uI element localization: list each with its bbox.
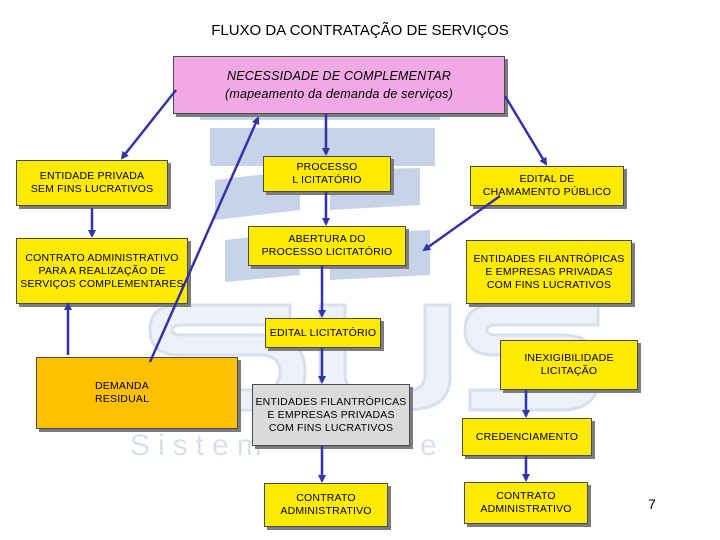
entidades-right-line1: ENTIDADES FILANTRÓPICAS xyxy=(473,252,625,265)
entidade-privada-line1: ENTIDADE PRIVADA xyxy=(39,170,145,182)
contrato-right-line2: ADMINISTRATIVO xyxy=(480,503,572,515)
svg-text:e: e xyxy=(420,429,437,462)
credenciamento-line1: CREDENCIAMENTO xyxy=(475,430,579,443)
necessidade-line2: (mapeamento da demanda de serviços) xyxy=(225,87,453,101)
arrow-entidades-right-to-processo xyxy=(422,194,501,252)
entidades-right-line2: E EMPRESAS PRIVADAS xyxy=(485,265,613,278)
abertura-processo-box: ABERTURA DO PROCESSO LICITATÓRIO xyxy=(248,226,406,266)
abertura-line1: ABERTURA DO xyxy=(288,233,366,245)
entidades-center-box: ENTIDADES FILANTRÓPICAS E EMPRESAS PRIVA… xyxy=(252,384,410,446)
contrato-right-line1: CONTRATO xyxy=(496,490,556,502)
page-number: 7 xyxy=(648,496,656,512)
contrato-right-box: CONTRATO ADMINISTRATIVO xyxy=(464,482,588,524)
processo-line1: PROCESSO xyxy=(296,161,358,173)
contrato-center-line1: CONTRATO xyxy=(296,492,356,504)
demanda-residual-box: DEMANDA RESIDUAL xyxy=(36,357,238,429)
entidade-privada-line2: SEM FINS LUCRATIVOS xyxy=(30,183,154,195)
inexigibilidade-line1: INEXIGIBILIDADE xyxy=(524,352,614,364)
demanda-residual-line2: RESIDUAL xyxy=(95,393,150,405)
contrato-left-line3: SERVIÇOS COMPLEMENTARES xyxy=(20,277,184,290)
entidades-center-line2: E EMPRESAS PRIVADAS xyxy=(267,408,395,421)
entidades-right-box: ENTIDADES FILANTRÓPICAS E EMPRESAS PRIVA… xyxy=(466,240,632,304)
credenciamento-box: CREDENCIAMENTO xyxy=(462,418,592,456)
contrato-administrativo-left-box: CONTRATO ADMINISTRATIVO PARA A REALIZAÇÃ… xyxy=(16,238,188,304)
demanda-residual-line1: DEMANDA xyxy=(95,380,149,392)
abertura-line2: PROCESSO LICITATÓRIO xyxy=(261,246,393,258)
processo-licitatorio-box: PROCESSO L ICITATÓRIO xyxy=(263,156,391,192)
entidades-right-line3: COM FINS LUCRATIVOS xyxy=(486,278,612,291)
inexigibilidade-line2: LICITAÇÃO xyxy=(540,365,598,377)
inexigibilidade-box: INEXIGIBILIDADE LICITAÇÃO xyxy=(500,340,638,390)
svg-text:Sistem: Sistem xyxy=(130,429,270,462)
arrow-necessidade-to-entidade-privada xyxy=(120,89,177,160)
edital-licitatorio-line1: EDITAL LICITATÓRIO xyxy=(269,326,377,339)
necessidade-line1: NECESSIDADE DE COMPLEMENTAR xyxy=(227,69,451,83)
edital-chamamento-line1: EDITAL DE xyxy=(519,173,575,185)
arrow-demanda-residual-to-necessidade xyxy=(148,116,260,363)
edital-licitatorio-box: EDITAL LICITATÓRIO xyxy=(265,318,381,348)
entidades-center-line1: ENTIDADES FILANTRÓPICAS xyxy=(255,395,407,408)
entidade-privada-box: ENTIDADE PRIVADA SEM FINS LUCRATIVOS xyxy=(16,160,168,206)
contrato-left-line2: PARA A REALIZAÇÃO DE xyxy=(38,264,166,277)
contrato-center-line2: ADMINISTRATIVO xyxy=(280,505,372,517)
contrato-center-box: CONTRATO ADMINISTRATIVO xyxy=(264,483,388,527)
contrato-left-line1: CONTRATO ADMINISTRATIVO xyxy=(25,251,179,264)
processo-line2: L ICITATÓRIO xyxy=(292,174,362,186)
entidades-center-line3: COM FINS LUCRATIVOS xyxy=(268,421,394,434)
arrow-necessidade-to-edital-chamamento xyxy=(503,95,548,166)
diagram-title: FLUXO DA CONTRATAÇÃO DE SERVIÇOS xyxy=(211,22,509,39)
edital-chamamento-line2: CHAMAMENTO PÚBLICO xyxy=(482,186,612,198)
necessidade-box: NECESSIDADE DE COMPLEMENTAR (mapeamento … xyxy=(173,56,505,114)
